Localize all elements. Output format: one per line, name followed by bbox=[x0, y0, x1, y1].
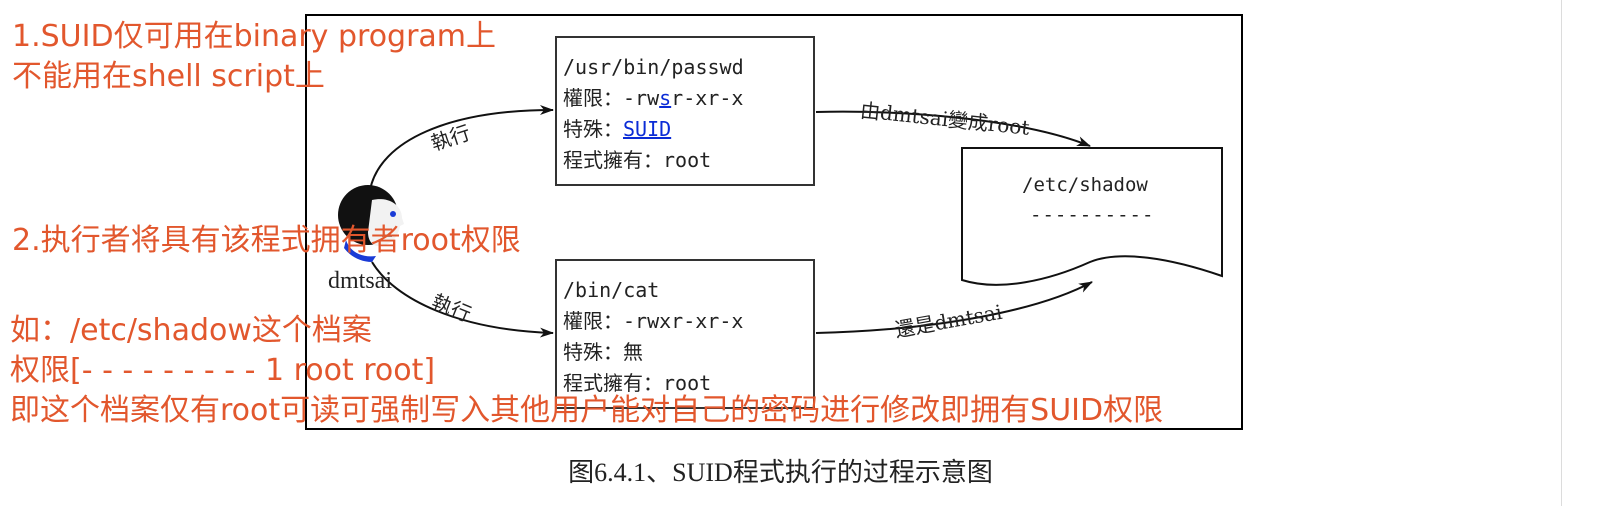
user-name-label: dmtsai bbox=[328, 268, 392, 294]
note-2: 2.执行者将具有该程式拥有者root权限 bbox=[12, 223, 521, 258]
perm-pre: -rw bbox=[623, 86, 660, 110]
special-label: 特殊： bbox=[563, 340, 623, 364]
shadow-file-shape bbox=[961, 147, 1223, 286]
perm-suid-bit: s bbox=[659, 86, 672, 110]
owner-label: 程式擁有： bbox=[563, 148, 663, 172]
arrow-to-root bbox=[815, 110, 1091, 147]
window-edge bbox=[1561, 0, 1562, 506]
note-3-line-2: 权限[- - - - - - - - - 1 root root] bbox=[10, 353, 436, 388]
perm-label: 權限： bbox=[563, 86, 623, 110]
note-1-line-2: 不能用在shell script上 bbox=[12, 59, 325, 94]
passwd-permission-line: 權限：-rwsr-xr-x bbox=[563, 83, 813, 114]
owner-label: 程式擁有： bbox=[563, 371, 663, 395]
special-value: 無 bbox=[623, 340, 643, 364]
perm-value: -rwxr-xr-x bbox=[623, 309, 744, 333]
perm-label: 權限： bbox=[563, 309, 623, 333]
owner-value: root bbox=[663, 148, 712, 172]
passwd-owner-line: 程式擁有：root bbox=[563, 145, 813, 176]
owner-value: root bbox=[663, 371, 712, 395]
figure-caption: 图6.4.1、SUID程式执行的过程示意图 bbox=[568, 458, 993, 487]
perm-post: r-xr-x bbox=[671, 86, 744, 110]
cat-permission-line: 權限：-rwxr-xr-x bbox=[563, 306, 813, 337]
arrow-still-dmtsai bbox=[815, 281, 1093, 334]
cat-program-box: /bin/cat 權限：-rwxr-xr-x 特殊：無 程式擁有：root bbox=[555, 259, 815, 409]
passwd-special-line: 特殊：SUID bbox=[563, 114, 813, 145]
cat-path: /bin/cat bbox=[563, 278, 660, 302]
special-label: 特殊： bbox=[563, 117, 623, 141]
arrow-exec-bottom bbox=[371, 261, 554, 338]
note-3-line-3: 即这个档案仅有root可读可强制写入其他用户能对自己的密码进行修改即拥有SUID… bbox=[10, 393, 1164, 428]
passwd-program-box: /usr/bin/passwd 權限：-rwsr-xr-x 特殊：SUID 程式… bbox=[555, 36, 815, 186]
shadow-file-path: /etc/shadow bbox=[1022, 174, 1148, 196]
note-3-line-1: 如：/etc/shadow这个档案 bbox=[10, 313, 372, 348]
arrow-exec-top bbox=[369, 105, 554, 191]
shadow-file-content: ---------- bbox=[1030, 204, 1155, 226]
passwd-path: /usr/bin/passwd bbox=[563, 55, 744, 79]
user-avatar-icon bbox=[338, 185, 404, 262]
cat-special-line: 特殊：無 bbox=[563, 337, 813, 368]
note-1-line-1: 1.SUID仅可用在binary program上 bbox=[12, 19, 497, 54]
cat-owner-line: 程式擁有：root bbox=[563, 368, 813, 399]
suid-link[interactable]: SUID bbox=[623, 117, 672, 141]
